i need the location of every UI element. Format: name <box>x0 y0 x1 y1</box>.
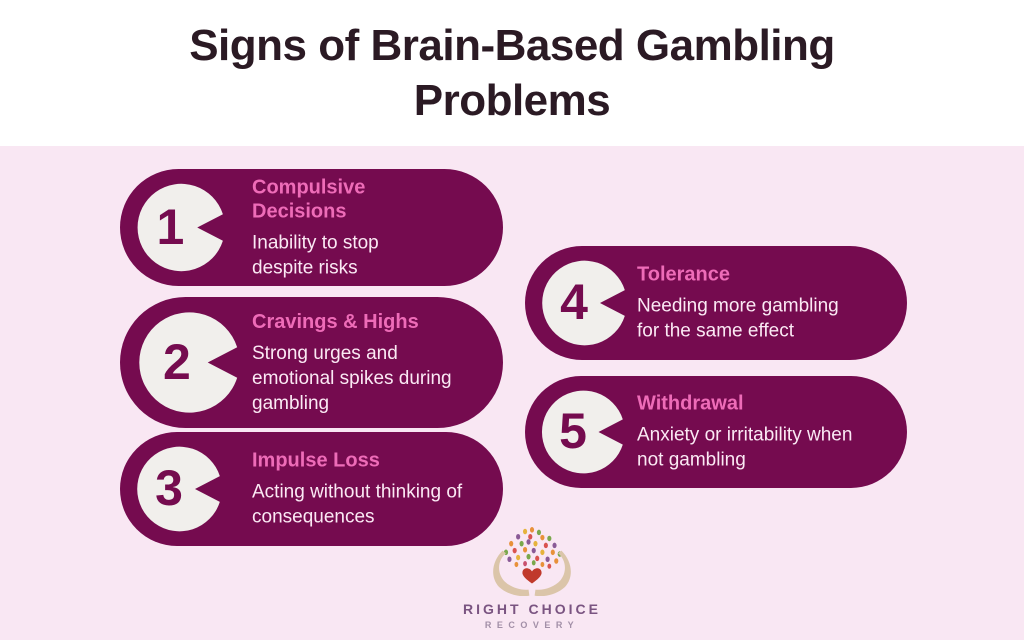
card-description: Acting without thinking of consequences <box>252 481 463 528</box>
card-description: Strong urges and emotional spikes during… <box>252 342 452 414</box>
hands-heart-tree-icon <box>493 527 571 596</box>
step-number-badge: 1 <box>126 180 231 275</box>
card-compulsive-decisions: 1 Compulsive Decisions Inability to stop… <box>120 169 503 286</box>
card-title: Tolerance <box>637 263 730 286</box>
notched-circle-icon <box>137 183 223 272</box>
step-number-badge: 3 <box>126 443 227 535</box>
hands-shape <box>493 550 571 596</box>
card-title: Withdrawal <box>637 392 744 415</box>
notched-circle-icon <box>139 312 238 413</box>
notched-circle-icon <box>542 260 625 346</box>
card-description: Inability to stop despite risks <box>252 232 379 278</box>
card-cravings-highs: 2 Cravings & Highs Strong urges and emot… <box>120 297 503 428</box>
confetti-dots <box>503 527 562 569</box>
brand-logo: RIGHT CHOICE RECOVERY <box>412 526 652 630</box>
step-number: 1 <box>156 198 185 255</box>
header-band: Signs of Brain-Based Gambling Problems <box>0 0 1024 146</box>
page-title-line2: Problems <box>413 76 611 125</box>
card-title: Compulsive Decisions <box>252 176 366 222</box>
page-title-line1: Signs of Brain-Based Gambling <box>189 21 835 70</box>
card-text-block: Impulse Loss Acting without thinking of … <box>252 449 476 530</box>
step-number: 2 <box>163 333 191 390</box>
step-number: 4 <box>560 274 588 330</box>
card-text-block: Withdrawal Anxiety or irritability when … <box>637 392 853 473</box>
card-text-block: Compulsive Decisions Inability to stop d… <box>252 175 476 280</box>
card-title: Impulse Loss <box>252 449 380 472</box>
notched-circle-icon <box>137 446 220 532</box>
card-impulse-loss: 3 Impulse Loss Acting without thinking o… <box>120 432 503 546</box>
step-number: 3 <box>155 460 183 516</box>
step-number-badge: 2 <box>126 308 246 417</box>
card-text-block: Tolerance Needing more gambling for the … <box>637 263 853 344</box>
heart-shape <box>522 568 542 584</box>
step-number: 5 <box>559 403 587 459</box>
step-number-badge: 5 <box>531 387 630 477</box>
card-title: Cravings & Highs <box>252 310 419 333</box>
card-tolerance: 4 Tolerance Needing more gambling for th… <box>525 246 907 360</box>
card-description: Needing more gambling for the same effec… <box>637 295 839 342</box>
brand-name: RIGHT CHOICE <box>463 601 601 617</box>
card-withdrawal: 5 Withdrawal Anxiety or irritability whe… <box>525 376 907 488</box>
notched-circle-icon <box>541 390 623 474</box>
brand-subtitle: RECOVERY <box>484 620 580 630</box>
card-text-block: Cravings & Highs Strong urges and emotio… <box>252 310 476 416</box>
card-description: Anxiety or irritability when not gamblin… <box>637 424 853 471</box>
step-number-badge: 4 <box>531 257 632 349</box>
